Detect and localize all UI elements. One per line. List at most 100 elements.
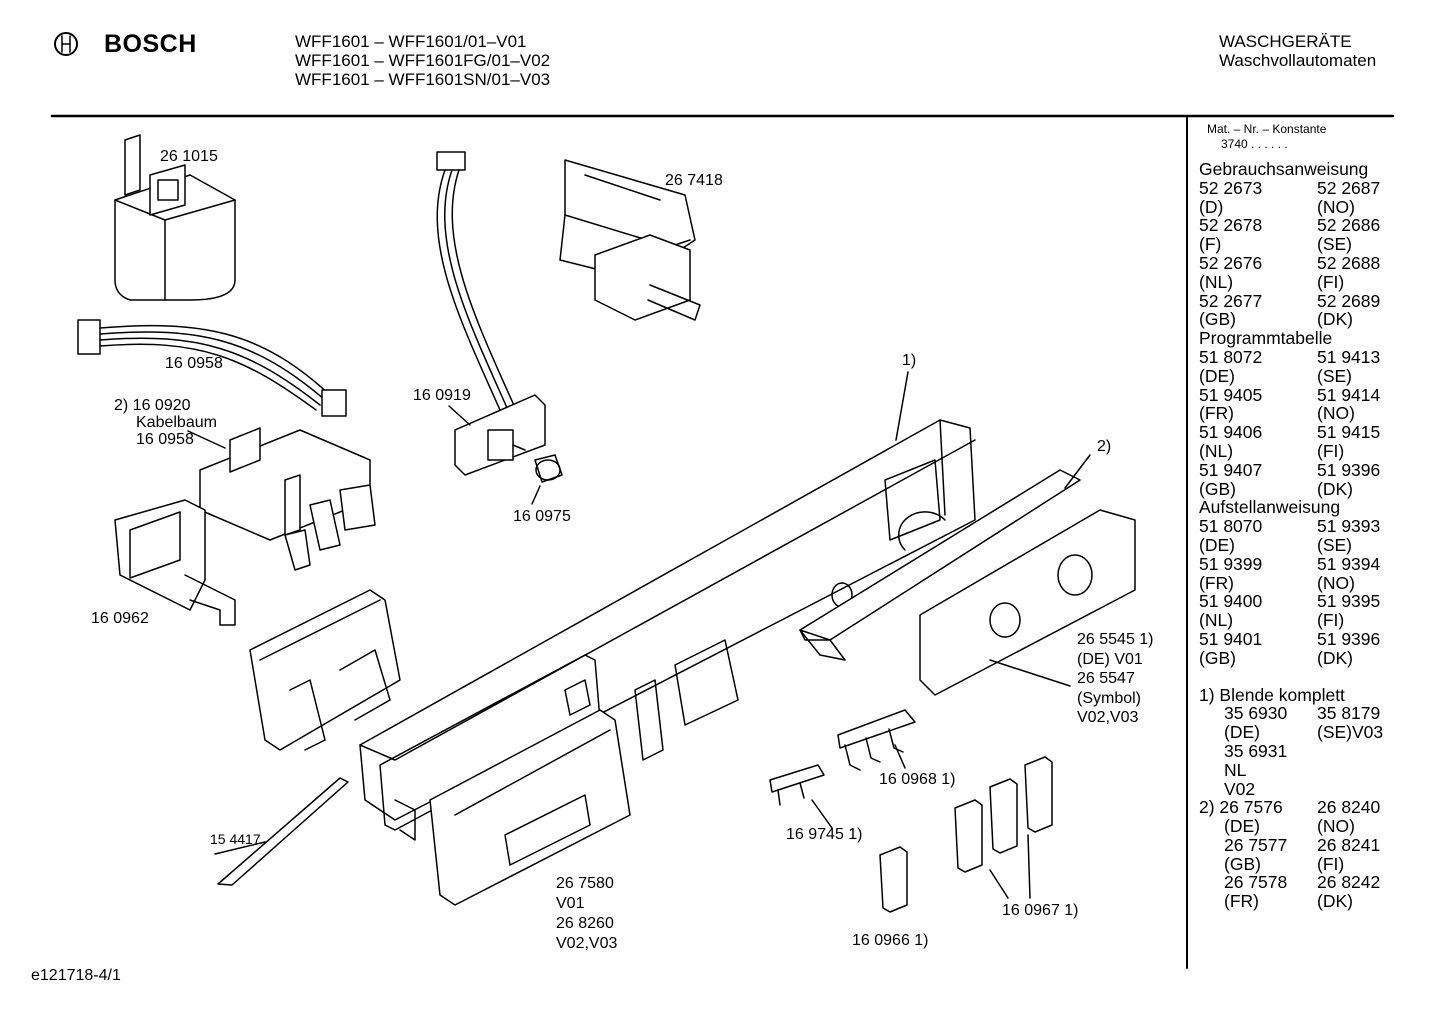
sidebar-cell: (GB) [1199, 647, 1236, 668]
sidebar-cell: V02 [1224, 778, 1256, 799]
sidebar-cell: 51 9413 [1317, 346, 1381, 367]
sidebar-cell: (DE) [1224, 722, 1260, 743]
sidebar-cell: (DE) [1199, 534, 1235, 555]
label-160967: 16 0967 1) [1002, 902, 1079, 919]
sidebar-row: (GB)(DK) [1199, 310, 1383, 329]
label-265545: 26 5545 1) (DE) V01 26 5547 (Symbol) V02… [1077, 630, 1154, 728]
sidebar-row: (FR) (NO) [1199, 572, 1383, 593]
sidebar-material-header: Mat. – Nr. – Konstante 3740 . . . . . . [1207, 122, 1326, 152]
part-154417-rod [217, 777, 349, 886]
sidebar-cell: 51 9414 [1317, 384, 1381, 405]
sidebar-row: 51 8072 51 9413 [1199, 348, 1383, 367]
part-267580-dispenser-handle [429, 709, 631, 906]
sidebar-cell: 51 9394 [1317, 553, 1381, 574]
sidebar-cell: (DK) [1317, 309, 1353, 330]
sidebar-row: V02 [1199, 778, 1383, 799]
sidebar-row: (NL) (FI) [1199, 442, 1383, 461]
part-160962-connector [114, 499, 236, 626]
sidebar-row: 51 9400 51 9395 [1199, 592, 1383, 611]
label-line: 16 0958 [136, 431, 194, 448]
footer-id: e121718-4/1 [31, 967, 121, 984]
sidebar-cell: NL [1224, 759, 1247, 780]
sidebar-cell: (DK) [1317, 891, 1353, 912]
label-ref-2: 2) [1097, 438, 1112, 455]
brand-name: BOSCH [104, 30, 197, 58]
sidebar-cell: (FI) [1317, 440, 1345, 461]
sidebar-cell: (GB) [1199, 478, 1236, 499]
label-267580: 26 7580 V01 26 8260 V02,V03 [556, 874, 617, 954]
sidebar-cell: 52 2687 [1317, 177, 1381, 198]
part-160920-cable-tree [199, 427, 376, 571]
sidebar-cell: 52 2673 [1199, 177, 1263, 198]
section-title: Aufstellanweisung [1199, 497, 1341, 518]
sidebar-cell: 35 8179 [1317, 703, 1381, 724]
sidebar-cell: (NL) [1199, 271, 1234, 292]
label-ref-1: 1) [902, 352, 917, 369]
sidebar-row: 52 2673 52 2687 [1199, 177, 1383, 198]
sidebar-cell: 51 9400 [1199, 591, 1263, 612]
sidebar-row: (NL) (FI) [1199, 271, 1383, 292]
sidebar-row: 51 9405 51 9414 [1199, 384, 1383, 405]
sidebar-row: (DE) (NO) [1199, 817, 1383, 836]
sidebar-row: (NL) (FI) [1199, 611, 1383, 630]
part-160967-buttons [954, 756, 1053, 873]
sidebar-cell: 26 8240 [1317, 797, 1381, 818]
sidebar-row: (F)(SE) [1199, 235, 1383, 254]
label-line: (DE) V01 [1077, 650, 1143, 668]
sidebar-cell: (NO) [1317, 572, 1355, 593]
sidebar-cell: (NO) [1317, 403, 1355, 424]
sidebar-cell: 51 9395 [1317, 591, 1381, 612]
label-160968: 16 0968 1) [879, 771, 956, 788]
sidebar-cell: 51 9396 [1317, 459, 1381, 480]
sidebar-row: 51 9399 51 9394 [1199, 553, 1383, 574]
sidebar-cell: 51 8072 [1199, 346, 1263, 367]
sidebar-cell: 51 8070 [1199, 516, 1263, 537]
sidebar-cell: (GB) [1224, 853, 1261, 874]
sidebar-cell: 52 2676 [1199, 252, 1263, 273]
sidebar-cell: (FR) [1199, 572, 1234, 593]
label-line: 26 5547 [1077, 670, 1135, 687]
sidebar-cell: 26 7578 [1224, 872, 1288, 893]
sidebar-cell: (DE) [1224, 816, 1260, 837]
sidebar-row: (DE)(SE) [1199, 536, 1383, 555]
part-control-panel-blende [359, 419, 976, 841]
label-line: 26 5545 1) [1077, 631, 1154, 648]
sidebar-row: (FR)(NO) [1199, 404, 1383, 423]
sidebar-row: (DE)(SE) [1199, 366, 1383, 386]
mat-header: Mat. – Nr. – Konstante [1207, 122, 1327, 136]
bosch-logo-icon [54, 32, 78, 56]
sidebar-cell: (D) [1199, 196, 1224, 217]
sidebar-cell: (FI) [1317, 610, 1345, 631]
sidebar-row: NL [1199, 759, 1383, 780]
sidebar-cell: 26 8242 [1317, 872, 1381, 893]
sidebar-cell: (DK) [1317, 478, 1353, 499]
sidebar-row: 26 7578 26 8242 [1199, 873, 1383, 892]
sidebar-cell: 51 9399 [1199, 553, 1263, 574]
note-1-title: 1) Blende komplett [1199, 684, 1345, 705]
sidebar-cell: 51 9396 [1317, 628, 1381, 649]
part-160966-button [879, 846, 908, 913]
sidebar-cell: (NL) [1199, 440, 1234, 461]
part-160919-sensor [436, 151, 546, 476]
category-line: Waschvollautomaten [1219, 51, 1377, 70]
model-line: WFF1601 – WFF1601SN/01–V03 [295, 70, 551, 89]
sidebar-cell: (FI) [1317, 271, 1345, 292]
part-decor-strip [799, 469, 1081, 661]
sidebar-cell: (NO) [1317, 816, 1355, 837]
model-line: WFF1601 – WFF1601FG/01–V02 [295, 51, 551, 70]
sidebar-cell: 51 9405 [1199, 384, 1263, 405]
sidebar-cell: (DK) [1317, 647, 1353, 668]
label-line: V02,V03 [556, 935, 618, 952]
label-160966: 16 0966 1) [852, 932, 929, 949]
sidebar-cell: (NL) [1199, 610, 1234, 631]
label-line: 26 7580 [556, 875, 614, 892]
label-160975: 16 0975 [513, 508, 571, 525]
label-line: V02,V03 [1077, 709, 1139, 726]
category-line: WASCHGERÄTE [1219, 32, 1352, 51]
sidebar-cell: (FR) [1224, 891, 1259, 912]
